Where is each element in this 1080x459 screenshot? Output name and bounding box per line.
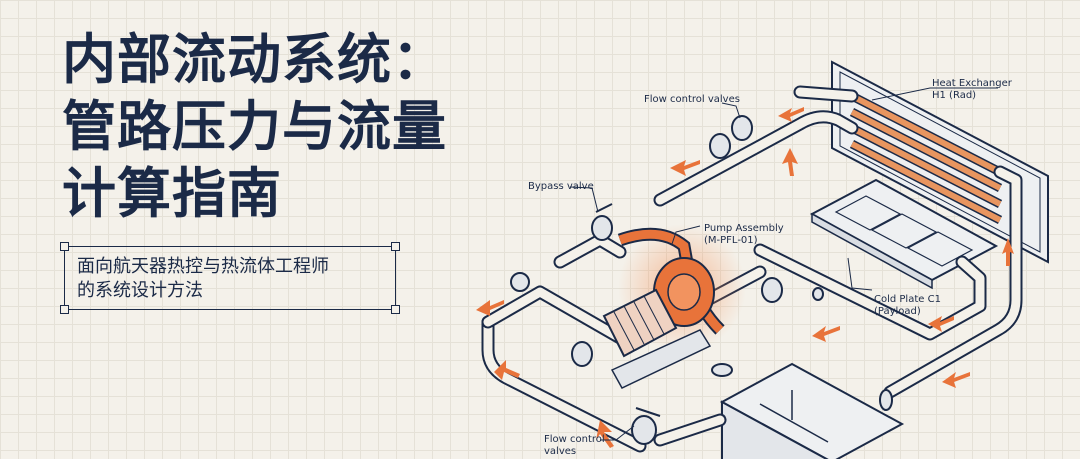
- label-text: Bypass valve: [528, 181, 594, 192]
- label-text: (Payload): [874, 306, 921, 317]
- corner-mark: [60, 305, 69, 314]
- label-text: Flow control: [544, 434, 605, 445]
- subtitle-text: 面向航天器热控与热流体工程师 的系统设计方法: [77, 255, 329, 303]
- flow-arrows: [476, 107, 1014, 448]
- corner-mark: [391, 242, 400, 251]
- label-text: valves: [544, 446, 577, 457]
- heat-exchanger: [831, 60, 1049, 264]
- label-bypass-valve: Bypass valve: [528, 181, 594, 193]
- label-text: Heat Exchanger: [932, 78, 1012, 89]
- label-heat-exchanger: Heat Exchanger H1 (Rad): [932, 78, 1012, 102]
- corner-mark: [391, 305, 400, 314]
- label-text: (M-PFL-01): [704, 235, 758, 246]
- cold-plate: [809, 178, 999, 290]
- label-text: Cold Plate C1: [874, 294, 941, 305]
- label-flow-control-valves-bottom: Flow control valves: [544, 434, 605, 458]
- page-title: 内部流动系统： 管路压力与流量 计算指南: [62, 26, 447, 227]
- title-line-1: 内部流动系统：: [62, 28, 447, 91]
- label-text: Flow control valves: [644, 94, 740, 105]
- title-line-2: 管路压力与流量: [62, 95, 447, 158]
- label-flow-control-valves-top: Flow control valves: [644, 94, 740, 106]
- leader-lines: [569, 87, 998, 441]
- label-text: Pump Assembly: [704, 223, 784, 234]
- pump-assembly: [602, 227, 725, 389]
- label-text: H1 (Rad): [932, 90, 977, 101]
- subtitle-line-2: 的系统设计方法: [77, 280, 203, 301]
- subtitle-line-1: 面向航天器热控与热流体工程师: [77, 256, 329, 277]
- title-line-3: 计算指南: [62, 162, 282, 225]
- label-pump-assembly: Pump Assembly (M-PFL-01): [704, 223, 784, 247]
- corner-mark: [60, 242, 69, 251]
- reservoir-tank: [719, 362, 905, 459]
- subtitle-box: 面向航天器热控与热流体工程师 的系统设计方法: [60, 242, 400, 314]
- label-cold-plate: Cold Plate C1 (Payload): [874, 294, 941, 318]
- return-piping: [481, 85, 1023, 453]
- valve-icons: [510, 115, 893, 445]
